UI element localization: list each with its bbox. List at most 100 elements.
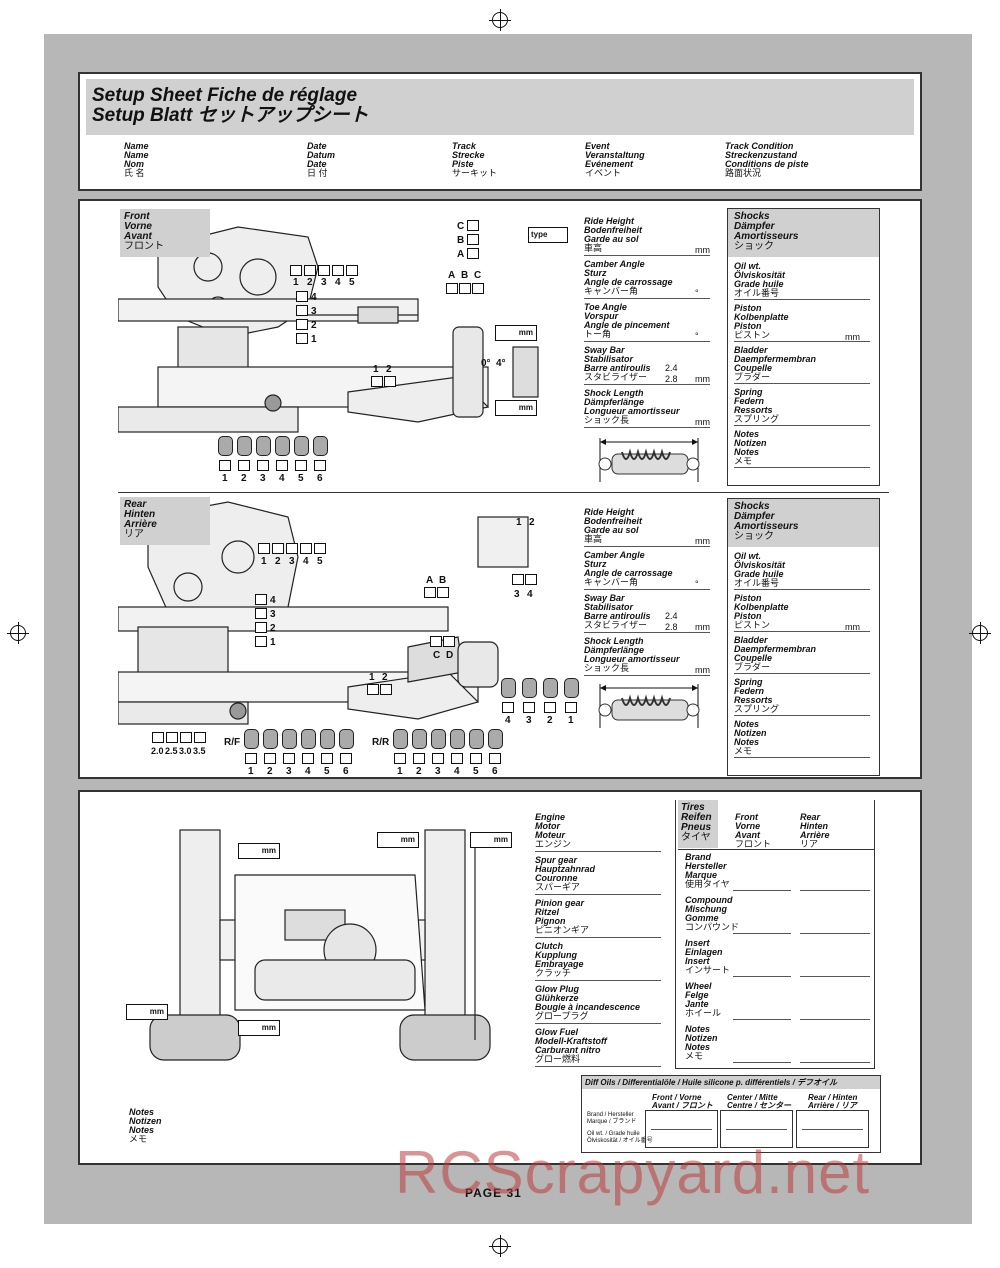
diff-rear-cell[interactable] [796,1110,869,1148]
diff-front-cell[interactable] [645,1110,718,1148]
rear-rr-hub-num-5: 6 [492,766,498,777]
rear-rf-hub-box-5[interactable] [340,753,352,764]
rear-upper-box-4[interactable] [300,543,312,554]
rear-side-box-3[interactable] [255,608,267,619]
front-mm-box-1[interactable]: mm [495,325,537,341]
rear-box-b[interactable] [437,587,449,598]
front-upper-box-2[interactable] [304,265,316,276]
rear-rf-hub-box-3[interactable] [302,753,314,764]
rear-setting-unit-2: mm [695,622,710,632]
chassis-mm-box-4[interactable]: mm [126,1004,168,1020]
rear-pos-hub-box-1[interactable] [523,702,535,713]
rear-shock-line-0 [734,589,870,590]
rear-bar-box-1[interactable] [152,732,164,743]
front-box-b2[interactable] [459,283,471,294]
rear-pos-hub-box-3[interactable] [565,702,577,713]
rear-box-1[interactable] [367,684,379,695]
tires-line-front-1 [733,933,791,934]
front-upper-box-1[interactable] [290,265,302,276]
rear-side-box-1[interactable] [255,636,267,647]
rear-bar-box-3[interactable] [180,732,192,743]
rear-upper-box-1[interactable] [258,543,270,554]
rear-rr-hub-box-0[interactable] [394,753,406,764]
rear-box-2[interactable] [380,684,392,695]
front-box-2[interactable] [384,376,396,387]
rear-bar-val-3: 3.0 [179,746,192,756]
front-type-box[interactable]: type [528,227,568,243]
rear-rf-hub-box-1[interactable] [264,753,276,764]
front-box-b[interactable] [467,234,479,245]
front-shock-line-4 [734,467,870,468]
front-box-a[interactable] [467,248,479,259]
rear-box-c[interactable] [430,636,442,647]
front-label-b: B [457,235,465,246]
diff-title: Diff Oils / Differentialöle / Huile sili… [585,1078,838,1087]
front-hub-box-1[interactable] [238,460,250,471]
rear-upper-box-3[interactable] [286,543,298,554]
rear-rr-hub-box-5[interactable] [489,753,501,764]
rear-side-box-4[interactable] [255,594,267,605]
rear-upper-box-2[interactable] [272,543,284,554]
diff-center-cell[interactable] [720,1110,793,1148]
front-upper-box-4[interactable] [332,265,344,276]
rear-top-box-2[interactable] [525,574,537,585]
tires-line-rear-1 [800,933,870,934]
tires-line-front-0 [733,890,791,891]
rear-setting-line-3 [584,675,710,676]
front-upper-box-5[interactable] [346,265,358,276]
front-upper-box-3[interactable] [318,265,330,276]
rear-upper-box-5[interactable] [314,543,326,554]
front-hub-box-2[interactable] [257,460,269,471]
rear-rf-hub-box-4[interactable] [321,753,333,764]
rear-upper-num-4: 4 [303,556,309,567]
front-side-box-4[interactable] [296,291,308,302]
front-side-box-2[interactable] [296,319,308,330]
rear-box-a[interactable] [424,587,436,598]
rear-pos-hub-box-0[interactable] [502,702,514,713]
rear-bar-box-4[interactable] [194,732,206,743]
chassis-mm-box-2[interactable]: mm [377,832,419,848]
front-box-c2[interactable] [472,283,484,294]
rear-rr-hub-box-1[interactable] [413,753,425,764]
front-rear-divider [118,492,889,493]
rear-bar-box-2[interactable] [166,732,178,743]
chassis-mm-box-5[interactable]: mm [238,1020,280,1036]
front-upper-num-3: 3 [321,277,327,288]
rear-box-d[interactable] [443,636,455,647]
rear-rr-hub-box-3[interactable] [451,753,463,764]
rear-top-box-1[interactable] [512,574,524,585]
front-side-box-3[interactable] [296,305,308,316]
front-box-c[interactable] [467,220,479,231]
front-side-box-1[interactable] [296,333,308,344]
front-hub-box-5[interactable] [314,460,326,471]
tires-line-front-4 [733,1062,791,1063]
front-box-a2[interactable] [446,283,458,294]
rear-pos-hub-box-2[interactable] [544,702,556,713]
front-hub-box-4[interactable] [295,460,307,471]
front-upper-num-5: 5 [349,277,355,288]
rear-rf-hub-box-2[interactable] [283,753,295,764]
front-box-1[interactable] [371,376,383,387]
front-hub-box-3[interactable] [276,460,288,471]
front-hub-box-0[interactable] [219,460,231,471]
chassis-mm-box-1[interactable]: mm [238,843,280,859]
rear-rr-hub-box-2[interactable] [432,753,444,764]
front-hub-num-2: 3 [260,473,266,484]
rear-rf-hub-box-0[interactable] [245,753,257,764]
rear-side-box-2[interactable] [255,622,267,633]
front-hub-num-5: 6 [317,473,323,484]
front-hub-3 [275,436,290,456]
diff-front-line [651,1129,712,1130]
front-mm-box-2[interactable]: mm [495,400,537,416]
chassis-mm-box-3[interactable]: mm [470,832,512,848]
rear-rr-hub-box-4[interactable] [470,753,482,764]
